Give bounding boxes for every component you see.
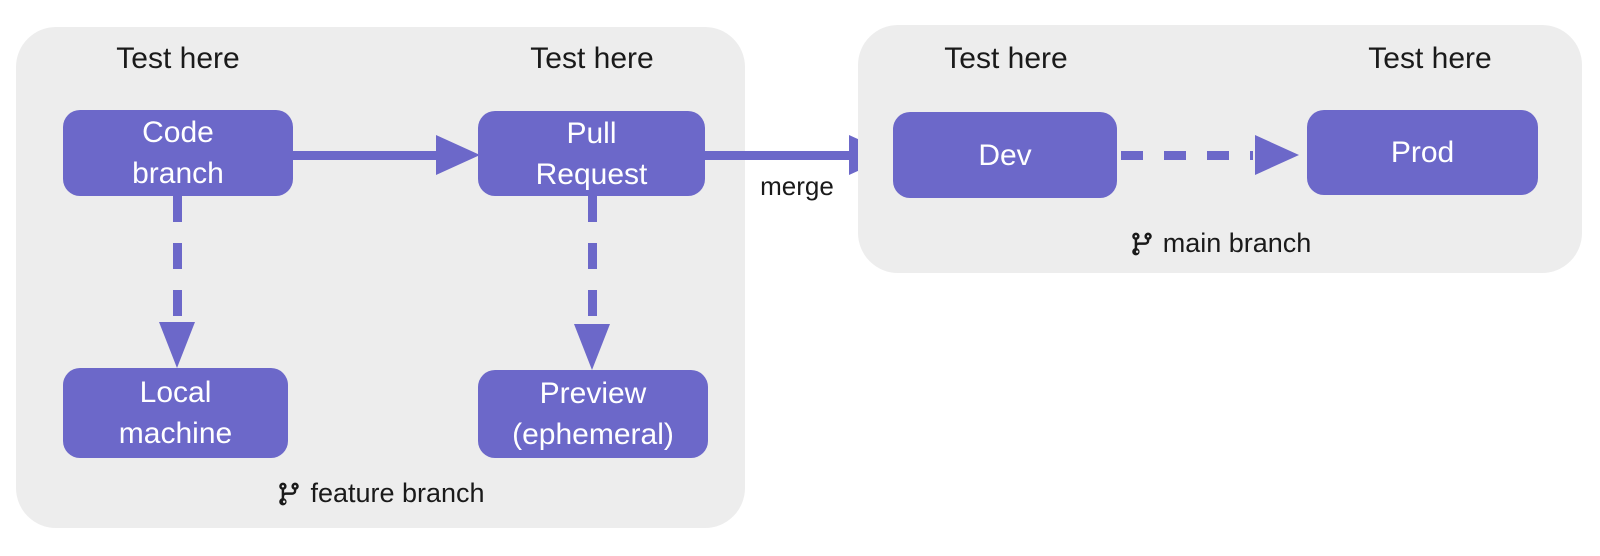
git-branch-icon [276, 481, 302, 507]
node-dev: Dev [893, 112, 1117, 198]
node-local-machine-label-line2: machine [118, 417, 233, 450]
feature-branch-caption-text: feature branch [310, 478, 485, 508]
node-local-machine-label-line1: Local [139, 376, 212, 409]
test-here-label-prod: Test here [1368, 42, 1492, 75]
test-here-label-code-branch: Test here [116, 42, 240, 75]
arrow-code-to-pullrequest-line [293, 151, 439, 160]
arrow-dev-to-prod-head [1255, 135, 1299, 175]
node-pull-request: Pull Request [478, 111, 705, 196]
git-branch-icon [1129, 231, 1155, 257]
merge-edge-label: merge [760, 171, 834, 201]
node-preview-label-line1: Preview [539, 377, 647, 410]
arrow-code-to-pullrequest-head [436, 135, 480, 175]
node-code-branch-label-line1: Code [142, 116, 214, 149]
node-pull-request-label-line1: Pull [566, 116, 617, 150]
arrow-code-to-local-dashes [173, 196, 182, 322]
node-prod-label: Prod [1390, 136, 1455, 169]
main-branch-caption: main branch [858, 228, 1582, 259]
node-dev-label: Dev [978, 138, 1032, 172]
arrow-code-to-local-head [159, 322, 195, 368]
node-pull-request-label-line2: Request [535, 157, 648, 191]
node-code-branch: Code branch [63, 110, 293, 196]
arrow-dev-to-prod-dashes [1121, 151, 1253, 160]
node-preview-ephemeral: Preview (ephemeral) [478, 370, 708, 458]
feature-branch-caption: feature branch [16, 478, 745, 509]
arrow-pullrequest-to-preview-head [574, 324, 610, 370]
main-branch-caption-text: main branch [1162, 228, 1312, 258]
arrow-pullrequest-to-dev-line [705, 151, 851, 160]
feature-branch-container: Test here Test here Code branch Pull Req… [16, 27, 745, 528]
node-preview-label-line2: (ephemeral) [512, 418, 674, 451]
test-here-label-dev: Test here [944, 42, 1068, 75]
main-branch-container: Test here Test here Dev Prod main branch [858, 25, 1582, 273]
node-code-branch-label-line2: branch [132, 157, 224, 190]
node-prod: Prod [1307, 110, 1538, 195]
node-local-machine: Local machine [63, 368, 288, 458]
arrow-pullrequest-to-preview-dashes [588, 196, 597, 324]
test-here-label-pull-request: Test here [530, 42, 654, 75]
